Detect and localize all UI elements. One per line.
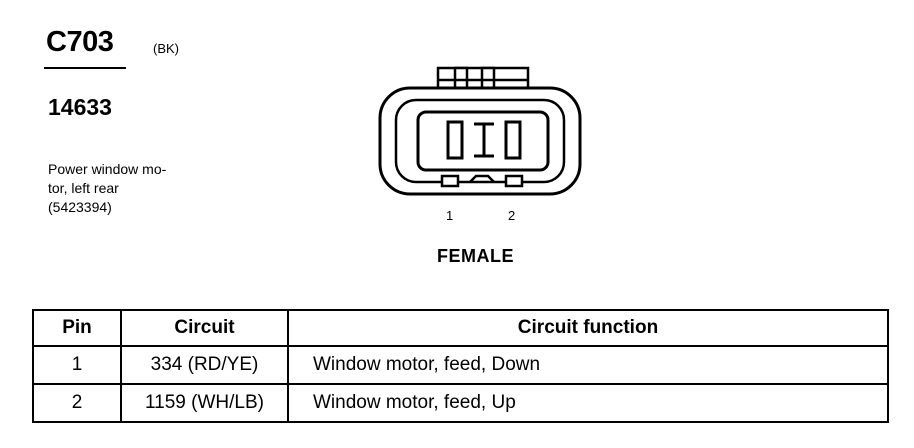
pin-number-label: 2 (508, 208, 516, 223)
circuit-cell: 334 (RD/YE) (120, 345, 289, 385)
table-row: 2 1159 (WH/LB) Window motor, feed, Up (32, 383, 889, 423)
function-cell: Window motor, feed, Up (287, 383, 889, 423)
column-header-circuit: Circuit (120, 309, 289, 347)
table-row: 1 334 (RD/YE) Window motor, feed, Down (32, 345, 889, 385)
polarization-key (474, 122, 494, 158)
part-number: 14633 (48, 94, 112, 120)
function-cell: Window motor, feed, Down (287, 345, 889, 385)
pin-cell: 1 (32, 345, 122, 385)
description-line: Power window mo- (48, 161, 167, 177)
column-header-pin: Pin (32, 309, 122, 347)
pin-circuit-table: Pin Circuit Circuit function 1 334 (RD/Y… (32, 309, 889, 423)
circuit-cell: 1159 (WH/LB) (120, 383, 289, 423)
terminal-2 (504, 120, 522, 160)
description-line: (5423394) (48, 199, 112, 215)
table-header-row: Pin Circuit Circuit function (32, 309, 889, 347)
description-line: tor, left rear (48, 180, 119, 196)
connector-description: Power window mo- tor, left rear (5423394… (48, 160, 198, 217)
connector-housing-outer (378, 86, 582, 196)
connector-id-underline (44, 67, 126, 69)
connector-gender-label: FEMALE (437, 246, 514, 266)
pin-cell: 2 (32, 383, 122, 423)
terminal-1 (446, 120, 464, 160)
column-header-function: Circuit function (287, 309, 889, 347)
pin-number-label: 1 (446, 208, 454, 223)
connector-housing-inner (394, 98, 566, 184)
connector-color-code: (BK) (153, 41, 179, 56)
connector-face-drawing (378, 66, 582, 196)
connector-id: C703 (46, 26, 114, 58)
terminal-block (416, 110, 550, 172)
bottom-notches (440, 174, 524, 188)
